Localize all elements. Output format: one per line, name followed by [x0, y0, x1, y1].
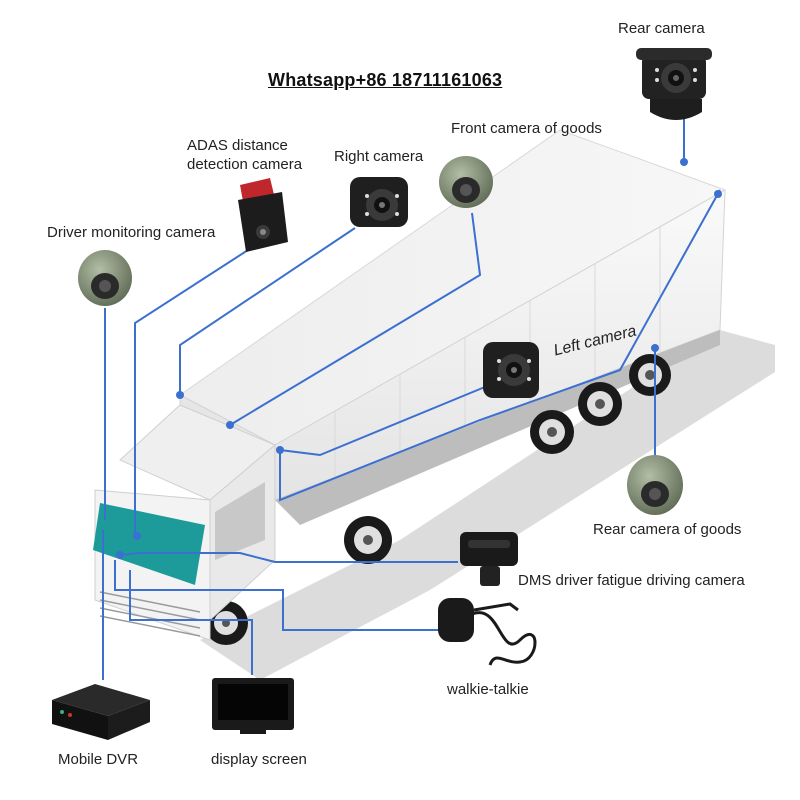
windshield: [93, 503, 205, 585]
label-dms-camera: DMS driver fatigue driving camera: [518, 572, 745, 589]
ground-shadow: [200, 330, 775, 680]
connector-dots: [116, 158, 722, 559]
connector-front-camera-goods: [229, 212, 482, 426]
connector-dms: [119, 552, 458, 563]
mobile-dvr-icon: [52, 684, 150, 740]
truck-cab: [93, 404, 276, 641]
display-screen-icon: [212, 678, 294, 734]
connector-display: [129, 570, 253, 675]
connector-right-camera: [179, 227, 356, 395]
connector-lines: [102, 118, 721, 680]
label-right-camera: Right camera: [334, 148, 424, 165]
label-rear-camera-goods: Rear camera of goods: [593, 521, 742, 538]
walkie-talkie-icon: [438, 598, 537, 666]
label-adas-camera: ADAS distance detection camera: [187, 137, 303, 173]
front-camera-goods-icon: [439, 156, 493, 208]
label-driver-monitoring-camera: Driver monitoring camera: [47, 224, 216, 241]
grille: [99, 591, 201, 637]
contact-whatsapp: Whatsapp+86 18711161063: [268, 70, 503, 90]
connector-walkie-talkie: [114, 560, 440, 631]
label-mobile-dvr: Mobile DVR: [58, 751, 139, 768]
right-camera-icon: [350, 177, 408, 227]
label-display-screen: display screen: [211, 751, 307, 768]
rear-camera-goods-icon: [627, 455, 683, 515]
connector-left-camera: [279, 189, 721, 502]
label-walkie-talkie: walkie-talkie: [447, 681, 529, 698]
label-rear-camera: Rear camera: [618, 20, 705, 37]
connector-adas: [134, 249, 249, 535]
driver-monitoring-camera-icon: [78, 250, 132, 306]
rear-camera-icon: [636, 48, 712, 120]
wheels: [204, 354, 671, 645]
label-front-camera-goods: Front camera of goods: [451, 120, 602, 137]
left-camera-icon: [483, 342, 539, 398]
dms-camera-icon: [460, 532, 518, 586]
chassis: [275, 330, 720, 525]
side-window: [215, 482, 265, 560]
adas-camera-icon: [238, 178, 288, 252]
